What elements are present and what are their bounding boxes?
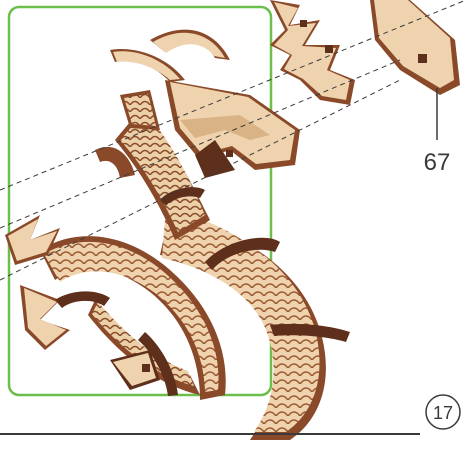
- page-number: 17: [433, 403, 453, 423]
- dragon-head: [95, 30, 300, 178]
- part-67: [370, 0, 460, 95]
- loose-part-wave: [270, 0, 355, 105]
- callout-part-number: 67: [424, 149, 451, 176]
